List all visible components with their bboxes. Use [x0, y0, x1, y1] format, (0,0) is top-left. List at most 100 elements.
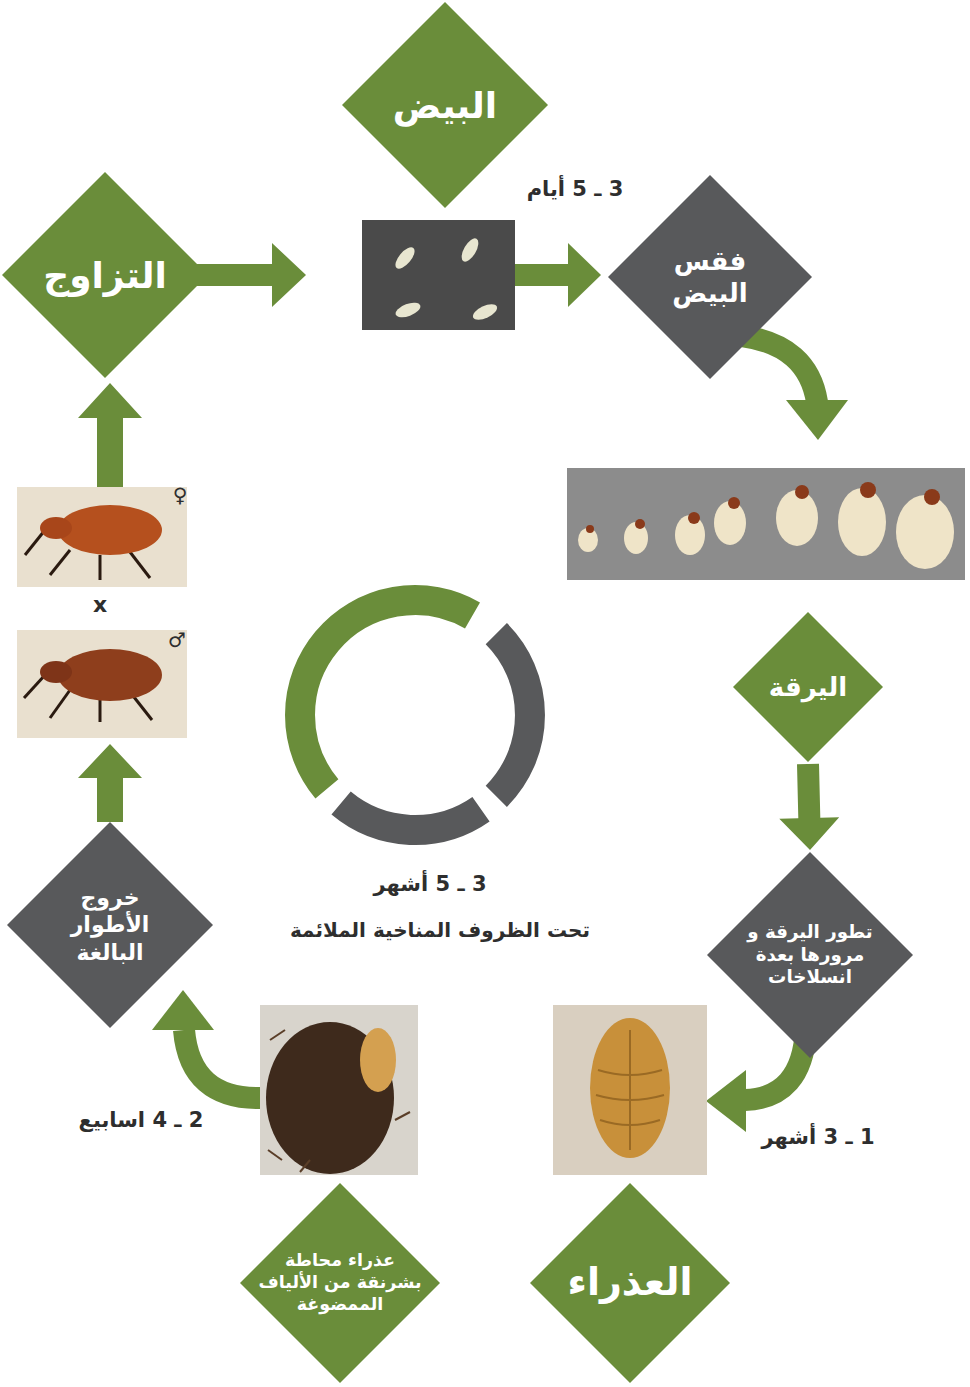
text-holder: التزاوج — [43, 253, 167, 298]
larvae-photo-part — [838, 488, 886, 556]
flow-arrow — [779, 764, 839, 850]
larvae-photo-part — [896, 495, 954, 569]
female-adult-photo-part-part — [130, 552, 150, 578]
cocoon-photo — [260, 1005, 418, 1175]
larvae-photo-part — [635, 519, 645, 529]
larvae-photo-part — [688, 512, 700, 524]
cocoon-photo-part-part — [300, 1160, 310, 1172]
female-adult-photo-part-part — [99, 555, 102, 580]
diamond-fill — [342, 2, 548, 208]
stage-diamond: تطور اليرقة و مرورها بعدة انسلاخات — [707, 852, 913, 1058]
curved-arrow-part — [742, 336, 817, 402]
curved-arrow-part — [786, 400, 848, 440]
female-adult-photo-part — [17, 487, 187, 587]
cycle-ring-part — [300, 600, 472, 789]
male-adult-photo — [17, 630, 187, 738]
male-adult-photo-part — [58, 649, 162, 701]
eggs-photo-part — [362, 220, 515, 330]
duration-label: x — [88, 592, 112, 617]
eggs-photo-part — [392, 244, 418, 272]
diamond-fill — [707, 852, 913, 1058]
stage-label: خروج الأطوار البالغة — [40, 884, 180, 967]
stage-label: تطور اليرقة و مرورها بعدة انسلاخات — [743, 921, 878, 989]
cocoon-photo-part — [268, 1030, 410, 1172]
eggs-photo — [362, 220, 515, 330]
cocoon-photo-part — [360, 1028, 396, 1092]
pupa-photo-part — [553, 1005, 707, 1175]
larvae-photo-part — [567, 468, 965, 580]
stage-diamond: اليرقة — [733, 612, 883, 762]
flow-arrow-part — [196, 243, 306, 307]
female-adult-photo — [17, 487, 187, 587]
stage-diamond: عذراء محاطة بشرنقة من الألياف الممضوغة — [240, 1183, 440, 1383]
larvae-photo-part — [795, 485, 809, 499]
larvae-photo-part — [860, 482, 876, 498]
cocoon-photo-part-part — [268, 1150, 282, 1160]
cocoon-photo-part — [260, 1005, 418, 1175]
stage-label: فقس البيض — [655, 245, 765, 310]
text-holder: البيض — [393, 83, 497, 128]
larvae-photo-part — [776, 490, 818, 546]
stage-diamond: فقس البيض — [608, 175, 812, 379]
female-adult-photo-part-part — [50, 550, 70, 575]
diamond-fill — [7, 822, 213, 1028]
duration-label: 3 ـ 5 أشهر — [350, 872, 510, 896]
pupa-photo-part — [590, 1018, 670, 1158]
text-holder: اليرقة — [769, 671, 847, 704]
stage-label: العذراء — [567, 1259, 692, 1307]
cycle-ring-part — [496, 634, 530, 797]
text-holder: تطور اليرقة و مرورها بعدة انسلاخات — [743, 921, 878, 989]
curved-arrow-part — [184, 1030, 262, 1098]
diamond-fill — [240, 1183, 440, 1383]
male-adult-photo-part — [17, 630, 187, 738]
diamond-fill — [530, 1183, 730, 1383]
female-adult-photo-part — [58, 505, 162, 555]
larvae-photo-part — [728, 497, 740, 509]
duration-label: 3 ـ 5 أيام — [510, 177, 640, 201]
duration-label: 1 ـ 3 أشهر — [748, 1125, 888, 1149]
stage-label: التزاوج — [43, 253, 167, 298]
stage-diamond: خروج الأطوار البالغة — [7, 822, 213, 1028]
stage-diamond: العذراء — [530, 1183, 730, 1383]
text-holder: فقس البيض — [655, 245, 765, 310]
pupa-photo-part-part — [629, 1030, 631, 1150]
larvae-photo-part — [586, 525, 594, 533]
curved-arrow-part — [706, 1070, 746, 1132]
male-adult-photo-part-part — [24, 675, 45, 698]
male-adult-photo-part-part — [50, 690, 70, 718]
stage-label: عذراء محاطة بشرنقة من الألياف الممضوغة — [258, 1250, 423, 1316]
pupa-photo-part — [596, 1030, 664, 1150]
duration-label: ♀ — [170, 483, 190, 507]
curved-arrow — [152, 336, 848, 1132]
stage-diamond: البيض — [342, 2, 548, 208]
female-adult-photo-part — [40, 517, 72, 539]
duration-label: 2 ـ 4 اسابيع — [62, 1108, 220, 1132]
stage-label: البيض — [393, 83, 497, 128]
curved-arrow-part — [152, 990, 214, 1030]
eggs-photo-part — [458, 236, 481, 265]
duration-label: ♂ — [166, 628, 188, 652]
cycle-ring-part — [341, 803, 481, 830]
diamond-shape — [608, 175, 812, 379]
diamond-fill — [608, 175, 812, 379]
duration-label: تحت الظروف المناخية الملائمة — [270, 918, 610, 942]
larvae-photo — [567, 468, 965, 580]
stage-diamond: التزاوج — [2, 172, 208, 378]
diamond-fill — [733, 612, 883, 762]
flow-arrow-part — [78, 383, 142, 487]
larvae-photo-part — [714, 501, 746, 545]
cocoon-photo-part-part — [395, 1112, 410, 1120]
text-holder: عذراء محاطة بشرنقة من الألياف الممضوغة — [258, 1250, 423, 1316]
flow-arrow-part — [78, 744, 142, 822]
larvae-photo-part — [924, 489, 940, 505]
text-holder: خروج الأطوار البالغة — [40, 884, 180, 967]
pupa-photo — [553, 1005, 707, 1175]
cycle-ring — [300, 600, 530, 830]
diamond-fill — [2, 172, 208, 378]
male-adult-photo-part — [40, 661, 72, 683]
text-holder: العذراء — [567, 1259, 692, 1307]
female-adult-photo-part-part — [25, 530, 45, 555]
eggs-photo-part — [471, 301, 500, 323]
flow-arrow-part — [515, 243, 601, 307]
